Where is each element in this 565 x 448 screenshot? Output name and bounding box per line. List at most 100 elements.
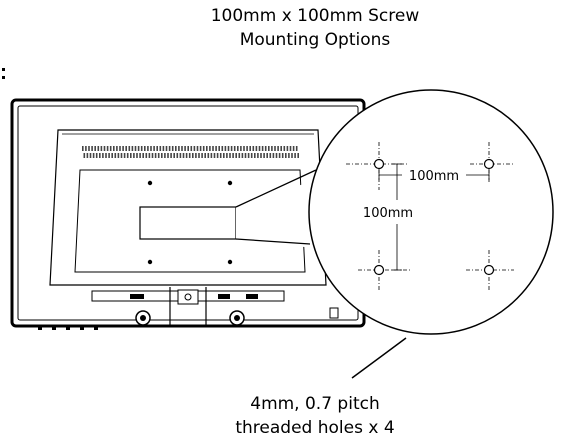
vent-slot [235, 153, 237, 158]
vent-slot [246, 146, 248, 151]
callout-pointer-top [235, 169, 317, 208]
leader-line [351, 337, 407, 379]
vent-slot [272, 153, 275, 158]
vent-slot [283, 146, 286, 151]
vent-slot [280, 146, 282, 151]
vent-slot [269, 153, 272, 158]
vent-slot [233, 146, 236, 151]
vent-slot [145, 153, 148, 158]
vent-slot [187, 146, 189, 151]
vent-slot [209, 146, 211, 151]
vent-slot [113, 146, 115, 151]
vent-slot [188, 153, 191, 158]
vent-slot [261, 146, 264, 151]
vent-slot [199, 146, 202, 151]
vent-slot [131, 146, 134, 151]
vent-slot [117, 153, 120, 158]
rear-housing [49, 129, 327, 286]
mount-area-rect [139, 206, 237, 240]
vent-slot [106, 146, 109, 151]
hole-top-right-icon [483, 158, 495, 170]
vent-slot [133, 153, 135, 158]
vent-slot [173, 153, 175, 158]
horizontal-dimension: 100mm [378, 169, 490, 184]
vent-slot [85, 146, 87, 151]
vent-slot [109, 146, 112, 151]
vent-slot [179, 153, 182, 158]
vent-slot [95, 153, 98, 158]
vent-slot [196, 146, 199, 151]
vent-slot [164, 153, 166, 158]
front-buttons [38, 327, 98, 330]
vent-slot [105, 153, 107, 158]
vent-slot [229, 153, 231, 158]
vent-slot [263, 153, 265, 158]
vent-slot [119, 146, 121, 151]
hole-bottom-right-icon [483, 264, 495, 276]
vent-slot [125, 146, 127, 151]
vent-slot [204, 153, 206, 158]
vent-slot [237, 146, 239, 151]
vent-slot [227, 146, 230, 151]
vent-slot [271, 146, 273, 151]
vent-slot [123, 153, 126, 158]
vent-slot [116, 146, 118, 151]
vent-slot [291, 153, 293, 158]
vent-slot [260, 153, 262, 158]
vent-slot [137, 146, 140, 151]
panel-hole-bottom-left [147, 259, 153, 265]
vent-slot [102, 153, 104, 158]
vent-slot [221, 146, 224, 151]
vent-slot [181, 146, 183, 151]
vent-slot [219, 153, 222, 158]
vent-slot [257, 153, 259, 158]
vent-slot [111, 153, 113, 158]
vent-slot [120, 153, 123, 158]
vent-slot [178, 146, 180, 151]
callout-circle [308, 89, 554, 335]
vent-slot [100, 146, 103, 151]
vent-slot [97, 146, 100, 151]
vent-slot [140, 146, 143, 151]
vent-slot [114, 153, 117, 158]
vent-slot [223, 153, 225, 158]
vent-grille [82, 146, 299, 158]
vent-slot [142, 153, 144, 158]
vent-slot [252, 146, 255, 151]
port-audio [218, 294, 230, 299]
panel-hole-top-left [147, 180, 153, 186]
vent-slot [165, 146, 168, 151]
port-power [130, 294, 144, 299]
callout-pointer-bottom [235, 238, 311, 245]
vent-slot [198, 153, 200, 158]
vent-slot [130, 153, 132, 158]
vent-slot [201, 153, 203, 158]
vent-slot [241, 153, 244, 158]
vent-slot [226, 153, 228, 158]
horizontal-dimension-label: 100mm [409, 169, 459, 184]
vent-slot [250, 153, 253, 158]
vent-slot [243, 146, 245, 151]
vent-slot [126, 153, 129, 158]
top-caption-line-2: Mounting Options [239, 30, 391, 50]
edge-mark-bottom [2, 76, 5, 79]
stand-screw [184, 293, 192, 301]
vent-slot [88, 146, 90, 151]
vent-slot [153, 146, 155, 151]
vent-slot [156, 146, 158, 151]
vent-slot [255, 146, 258, 151]
vent-slot [182, 153, 185, 158]
vent-slot [295, 146, 298, 151]
vent-slot [148, 153, 151, 158]
vent-slot [157, 153, 160, 158]
panel-hole-top-right [227, 180, 233, 186]
vent-slot [171, 146, 174, 151]
vent-slot [89, 153, 92, 158]
vent-slot [207, 153, 210, 158]
vent-slot [268, 146, 270, 151]
stand-bracket [177, 289, 199, 305]
vent-slot [277, 146, 279, 151]
vertical-dimension-label: 100mm [363, 206, 413, 221]
vent-slot [218, 146, 220, 151]
